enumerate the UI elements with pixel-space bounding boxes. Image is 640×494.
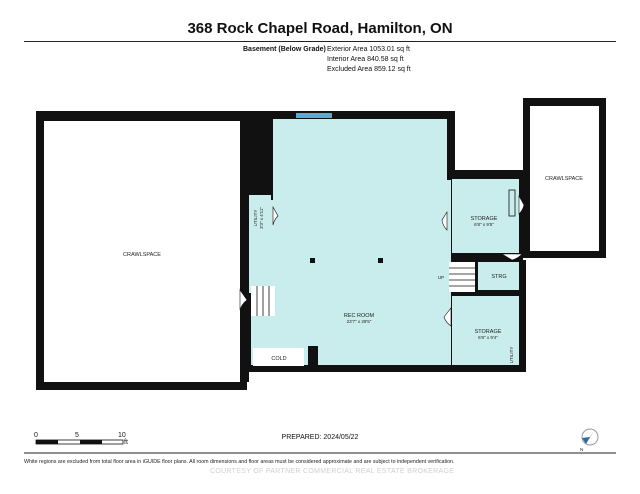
- crawlspace-left-label: CRAWLSPACE: [123, 252, 161, 258]
- strg-closet: [478, 262, 519, 290]
- rec-room-label: REC ROOM: [344, 313, 375, 319]
- title-rule: [24, 41, 616, 42]
- compass-icon: [581, 428, 599, 446]
- interior-area: Interior Area 840.58 sq ft: [327, 56, 404, 63]
- window: [296, 113, 332, 118]
- post-2: [378, 258, 383, 263]
- storage-bottom-area: [452, 296, 519, 365]
- scale-10: 10: [118, 432, 126, 439]
- stairs-treads: [449, 267, 475, 287]
- stairs-area: [449, 262, 475, 292]
- exterior-area: Exterior Area 1053.01 sq ft: [327, 46, 410, 53]
- level-name: Basement (Below Grade): [243, 46, 326, 53]
- shelf: [508, 189, 516, 217]
- scale-bar: [35, 439, 124, 445]
- door-swings: [239, 194, 525, 327]
- post-1: [310, 258, 315, 263]
- scale-unit: ft: [124, 439, 128, 446]
- crawlspace-left-walls: [36, 111, 273, 390]
- stairs-left-treads: [256, 286, 270, 316]
- up-label: UP: [438, 275, 444, 280]
- utility-label: UTILITY: [253, 210, 258, 227]
- storage-bottom-label: STORAGE: [475, 329, 502, 335]
- storage-top-label: STORAGE: [471, 216, 498, 222]
- utility-closet: [249, 195, 271, 235]
- compass-north: N: [580, 447, 583, 452]
- scale-5: 5: [75, 432, 79, 439]
- prepared-date: PREPARED: 2024/05/22: [281, 434, 359, 441]
- strg-label: STRG: [491, 274, 506, 280]
- utility-dims: 3'3" x 4'11": [259, 207, 264, 229]
- excluded-area: Excluded Area 859.12 sq ft: [327, 66, 411, 73]
- crawlspace-right-label: CRAWLSPACE: [545, 176, 583, 182]
- storage-bottom-dims: 6'8" x 9'4": [478, 335, 498, 340]
- storage-top-area: [452, 179, 519, 253]
- scale-0: 0: [34, 432, 38, 439]
- utility-vertical-label: UTILITY: [509, 347, 514, 364]
- plan-title: 368 Rock Chapel Road, Hamilton, ON: [187, 20, 453, 37]
- disclaimer: White regions are excluded from total fl…: [24, 459, 455, 465]
- rec-room-dims: 23'7" x 29'5": [347, 319, 372, 324]
- cold-room: [253, 348, 304, 366]
- watermark: COURTESY OF PARTNER COMMERCIAL REAL ESTA…: [210, 468, 455, 475]
- rec-room-area: [249, 119, 451, 365]
- storage-top-dims: 6'8" x 9'5": [474, 222, 494, 227]
- cold-label: COLD: [271, 356, 286, 362]
